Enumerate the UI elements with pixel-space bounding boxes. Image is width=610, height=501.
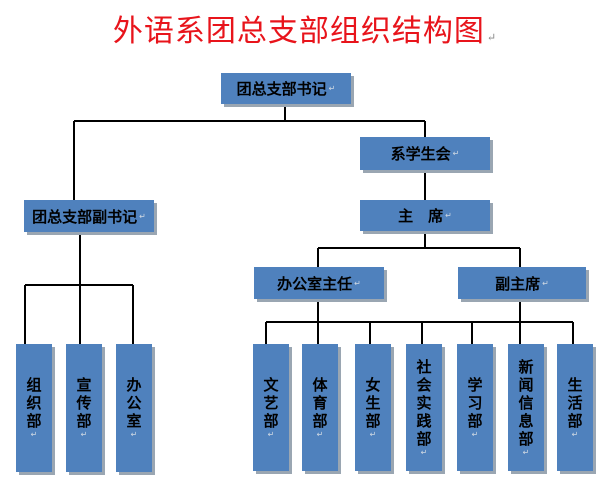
dept-label-char: 信 — [518, 393, 534, 412]
dept-label-char: 闻 — [518, 375, 534, 394]
dept-label-char: 宣 — [76, 376, 92, 395]
dept-return-mark: ↵ — [471, 429, 479, 439]
dept-return-mark: ↵ — [571, 429, 579, 439]
dept-return-mark: ↵ — [522, 447, 530, 457]
dept-label-char: 践 — [416, 411, 432, 430]
dept-label-char: 习 — [467, 393, 483, 412]
dept-label-char: 部 — [312, 411, 328, 430]
dept-label-char: 学 — [467, 375, 483, 394]
node-student-union-label: 系学生会 — [390, 145, 451, 163]
dept-return-mark: ↵ — [130, 430, 138, 440]
dept-female-students: 女生部女生部↵ — [355, 344, 391, 471]
dept-return-mark: ↵ — [369, 429, 377, 439]
dept-news-info: 新闻信息部新闻信息部↵ — [508, 344, 544, 471]
dept-label-char: 体 — [312, 375, 328, 394]
dept-return-mark: ↵ — [30, 430, 38, 440]
dept-label-char: 部 — [467, 411, 483, 430]
node-chairman-mark: ↵ — [445, 211, 452, 220]
dept-return-mark: ↵ — [316, 429, 324, 439]
dept-label-char: 部 — [365, 411, 381, 430]
title-text: 外语系团总支部组织结构图 — [112, 14, 485, 49]
dept-label-char: 育 — [312, 393, 328, 412]
node-deputy-secretary: 团总支部副书记↵ — [24, 200, 154, 232]
dept-social-practice: 社会实践部社会实践部↵ — [406, 344, 442, 471]
dept-label-char: 部 — [76, 412, 92, 431]
dept-label-char: 部 — [518, 429, 534, 448]
dept-label-char: 文 — [263, 375, 279, 394]
dept-label-char: 公 — [126, 394, 142, 413]
dept-office: 办公室办公室↵ — [116, 344, 152, 472]
node-student-union-mark: ↵ — [452, 149, 460, 158]
dept-label-char: 组 — [26, 376, 42, 395]
node-deputy-secretary-label: 团总支部副书记 — [32, 207, 138, 226]
dept-label-char: 织 — [26, 394, 42, 413]
dept-label-char: 艺 — [263, 393, 279, 412]
node-vice-chairman-label: 副主席 — [495, 274, 541, 293]
dept-publicity: 宣传部宣传部↵ — [66, 344, 102, 472]
dept-label-char: 息 — [518, 411, 534, 430]
dept-label-char: 部 — [263, 411, 279, 430]
dept-label-char: 会 — [416, 375, 432, 394]
return-mark: ↵ — [486, 31, 498, 44]
dept-label-char: 实 — [416, 393, 432, 412]
dept-return-mark: ↵ — [80, 430, 88, 440]
dept-label-char: 办 — [126, 376, 142, 395]
dept-life: 生活部生活部↵ — [557, 344, 593, 471]
dept-label-char: 生 — [365, 393, 381, 412]
node-chairman-label: 主 席 — [398, 207, 444, 225]
node-secretary-mark: ↵ — [328, 84, 336, 93]
dept-label-char: 传 — [76, 394, 92, 413]
dept-label-char: 室 — [126, 412, 142, 431]
node-office-director: 办公室主任↵ — [254, 267, 384, 299]
chart-title: 外语系团总支部组织结构图↵ — [0, 6, 610, 50]
dept-label-char: 部 — [26, 412, 42, 431]
node-chairman: 主 席↵ — [360, 200, 490, 231]
dept-organization: 组织部组织部↵ — [16, 344, 52, 472]
dept-study: 学习部学习部↵ — [457, 344, 493, 471]
dept-label-char: 部 — [567, 411, 583, 430]
node-vice-chairman: 副主席↵ — [458, 267, 586, 299]
node-deputy-secretary-mark: ↵ — [139, 211, 146, 221]
dept-label-char: 新 — [518, 357, 534, 376]
dept-label-char: 生 — [567, 375, 583, 394]
dept-label-char: 活 — [567, 393, 583, 412]
dept-label-char: 部 — [416, 429, 432, 448]
dept-label-char: 女 — [365, 375, 381, 394]
dept-sports: 体育部体育部↵ — [302, 344, 338, 471]
dept-return-mark: ↵ — [267, 429, 275, 439]
node-office-director-mark: ↵ — [354, 278, 361, 288]
node-secretary-label: 团总支部书记 — [236, 80, 327, 98]
dept-label-char: 社 — [416, 357, 432, 376]
node-secretary: 团总支部书记↵ — [221, 73, 351, 104]
node-student-union: 系学生会↵ — [360, 137, 490, 170]
dept-arts: 文艺部文艺部↵ — [253, 344, 289, 471]
dept-return-mark: ↵ — [420, 447, 428, 457]
node-office-director-label: 办公室主任 — [277, 274, 353, 293]
node-vice-chairman-mark: ↵ — [542, 278, 549, 288]
